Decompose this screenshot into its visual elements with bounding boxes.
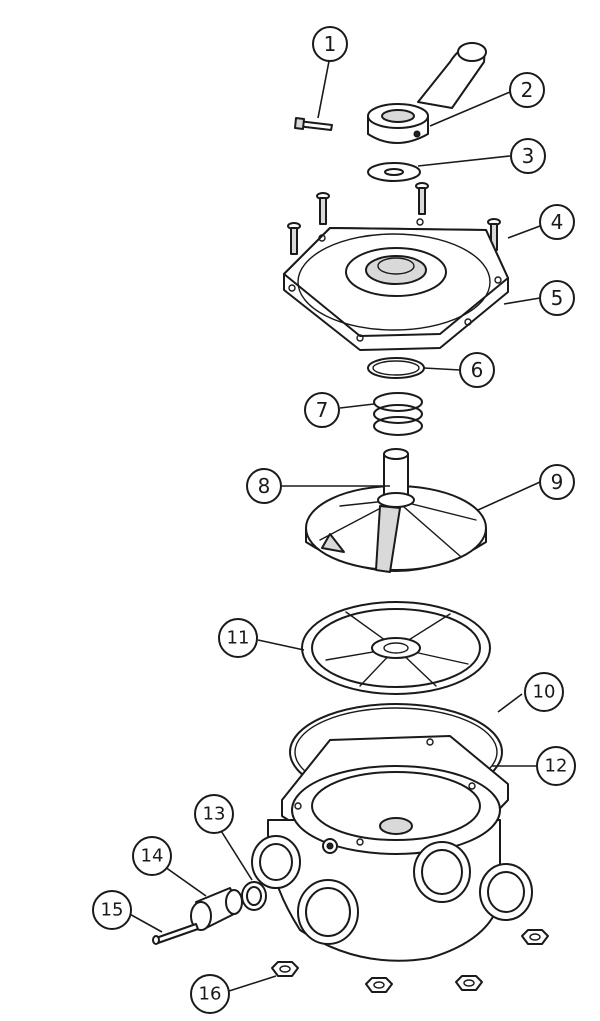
callout-5-label: 5	[551, 286, 564, 310]
callout-12: 12	[536, 746, 576, 786]
part-5-cover	[283, 218, 509, 351]
callout-9-label: 9	[551, 470, 564, 494]
part-7-spring	[373, 392, 423, 436]
callout-8-label: 8	[258, 474, 271, 498]
callout-7-label: 7	[316, 398, 329, 422]
callout-6: 6	[459, 352, 495, 388]
callout-13: 13	[194, 794, 234, 834]
part-3-washer	[367, 162, 421, 182]
part-8-stem	[377, 448, 415, 508]
callout-2-label: 2	[521, 78, 534, 102]
callout-10: 10	[524, 672, 564, 712]
callout-11: 11	[218, 618, 258, 658]
part-14-plug	[190, 887, 243, 931]
callout-9: 9	[539, 464, 575, 500]
part-13-o-ring	[241, 881, 267, 911]
callout-1-label: 1	[324, 32, 337, 56]
callout-6-label: 6	[471, 358, 484, 382]
part-1-screw	[294, 117, 333, 131]
leader-lines	[125, 55, 541, 993]
callout-5: 5	[539, 280, 575, 316]
callout-4-label: 4	[551, 210, 564, 234]
part-9-rotor	[305, 481, 487, 573]
part-15-pin	[152, 923, 199, 945]
part-16-nuts	[271, 929, 549, 993]
callout-3: 3	[510, 138, 546, 174]
callout-15-label: 15	[101, 900, 124, 921]
callout-7: 7	[304, 392, 340, 428]
part-6-o-ring	[367, 357, 425, 379]
callout-14-label: 14	[141, 846, 164, 867]
part-12-valve-body	[251, 735, 533, 962]
callout-2: 2	[509, 72, 545, 108]
callout-11-label: 11	[227, 628, 250, 649]
callout-15: 15	[92, 890, 132, 930]
callout-4: 4	[539, 204, 575, 240]
part-11-gasket	[301, 601, 491, 695]
callout-16: 16	[190, 974, 230, 1014]
callout-3-label: 3	[522, 144, 535, 168]
callout-8: 8	[246, 468, 282, 504]
callout-10-label: 10	[533, 682, 556, 703]
callout-1: 1	[312, 26, 348, 62]
callout-14: 14	[132, 836, 172, 876]
callout-13-label: 13	[203, 804, 226, 825]
part-2-handle	[367, 42, 487, 144]
callout-12-label: 12	[545, 756, 568, 777]
callout-16-label: 16	[199, 984, 222, 1005]
